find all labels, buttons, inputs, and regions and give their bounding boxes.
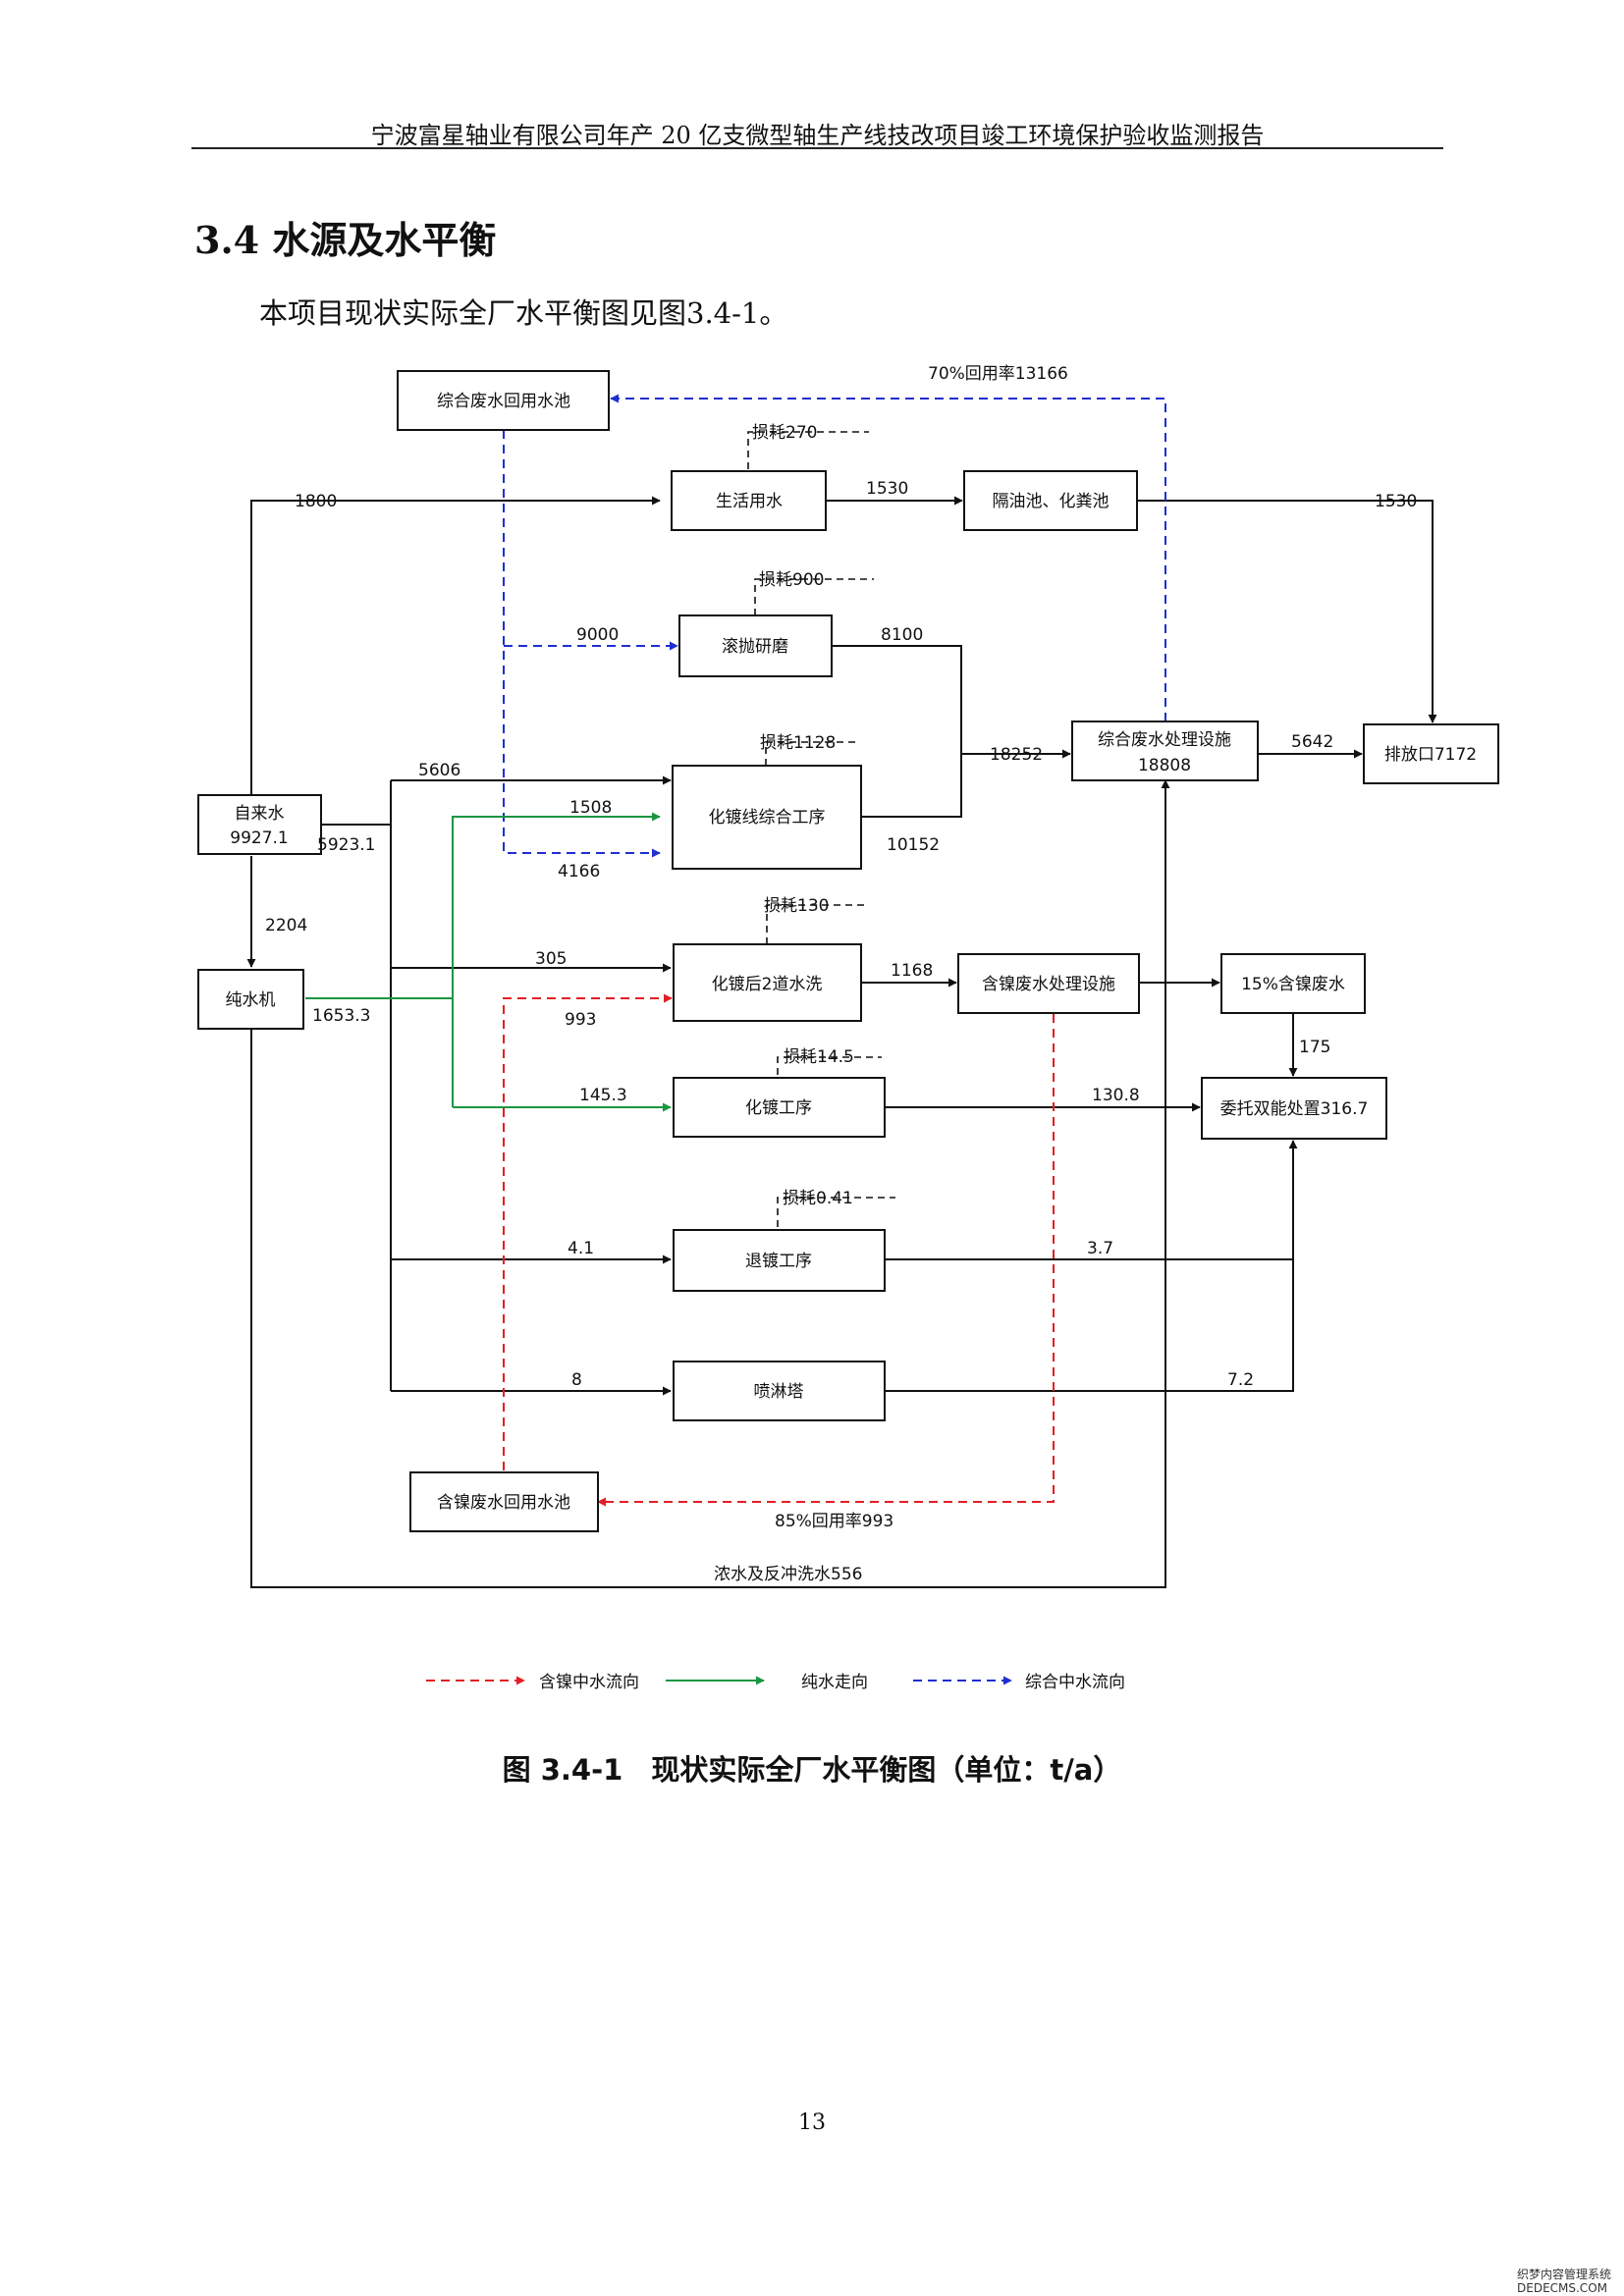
box-tap-water: 自来水 9927.1 <box>197 794 322 855</box>
box-polish: 滚抛研磨 <box>678 614 833 677</box>
label-18252: 18252 <box>990 745 1043 765</box>
flow-labels: 70%回用率13166 损耗270 1800 1530 1530 损耗900 9… <box>265 364 1417 1584</box>
label-5642: 5642 <box>1291 732 1333 752</box>
label-1653: 1653.3 <box>312 1006 370 1026</box>
legend-ni-label: 含镍中水流向 <box>539 1673 639 1692</box>
label-993: 993 <box>565 1010 596 1030</box>
label-4166: 4166 <box>558 862 600 881</box>
label-10152: 10152 <box>887 835 940 855</box>
svg-text:9927.1: 9927.1 <box>230 828 288 848</box>
svg-text:退镀工序: 退镀工序 <box>745 1252 812 1271</box>
box-rinse: 化镀后2道水洗 <box>673 943 862 1022</box>
page-number: 13 <box>798 2110 826 2135</box>
label-72: 7.2 <box>1227 1370 1254 1390</box>
box-ni-treat: 含镍废水处理设施 <box>957 953 1140 1014</box>
watermark: 织梦内容管理系统 DEDECMS.COM <box>1517 2268 1612 2295</box>
label-305: 305 <box>535 949 567 969</box>
label-loss-130: 损耗130 <box>764 896 829 916</box>
svg-text:化镀后2道水洗: 化镀后2道水洗 <box>712 975 823 994</box>
label-9000: 9000 <box>576 625 619 645</box>
label-145: 145.3 <box>579 1086 627 1105</box>
svg-text:含镍废水回用水池: 含镍废水回用水池 <box>437 1493 570 1513</box>
black-flow-lines <box>246 496 1437 1588</box>
svg-text:化镀线综合工序: 化镀线综合工序 <box>709 808 826 828</box>
figure-caption: 图 3.4-1 现状实际全厂水平衡图（单位：t/a） <box>502 1753 1122 1787</box>
section-intro: 本项目现状实际全厂水平衡图见图3.4-1。 <box>259 296 788 330</box>
loss-stubs <box>747 431 895 1227</box>
blue-flow-lines <box>503 394 1166 858</box>
box-ro: 纯水机 <box>197 969 304 1030</box>
label-175: 175 <box>1299 1038 1330 1057</box>
svg-text:委托双能处置316.7: 委托双能处置316.7 <box>1220 1099 1369 1119</box>
legend: 含镍中水流向 纯水走向 综合中水流向 <box>426 1673 1125 1692</box>
svg-text:自来水: 自来水 <box>235 804 285 824</box>
svg-text:综合废水回用水池: 综合废水回用水池 <box>437 392 570 411</box>
label-recycle-70: 70%回用率13166 <box>928 364 1068 384</box>
label-loss-14: 损耗14.5 <box>784 1047 854 1067</box>
label-8: 8 <box>571 1370 582 1390</box>
label-5923: 5923.1 <box>317 835 375 855</box>
label-41: 4.1 <box>568 1239 594 1258</box>
page-header: 宁波富星轴业有限公司年产 20 亿支微型轴生产线技改项目竣工环境保护验收监测报告 <box>370 122 1265 149</box>
label-1530a: 1530 <box>866 479 908 499</box>
svg-text:生活用水: 生活用水 <box>716 492 783 511</box>
box-septic: 隔油池、化粪池 <box>963 470 1138 531</box>
svg-text:纯水机: 纯水机 <box>226 990 276 1010</box>
label-loss-900: 损耗900 <box>759 570 824 590</box>
box-wwtp: 综合废水处理设施 18808 <box>1071 721 1259 781</box>
label-1800: 1800 <box>295 492 337 511</box>
box-ni-pool: 含镍废水回用水池 <box>409 1471 599 1532</box>
label-brine: 浓水及反冲洗水556 <box>714 1565 862 1584</box>
box-domestic: 生活用水 <box>671 470 827 531</box>
svg-text:18808: 18808 <box>1138 756 1191 775</box>
svg-text:喷淋塔: 喷淋塔 <box>754 1382 804 1402</box>
label-2204: 2204 <box>265 916 307 935</box>
label-130: 130.8 <box>1092 1086 1140 1105</box>
section-heading: 3.4 水源及水平衡 <box>194 218 497 262</box>
header-rule <box>191 147 1443 149</box>
red-flow-lines <box>503 993 1055 1507</box>
green-flow-lines <box>305 812 672 1112</box>
label-8100: 8100 <box>881 625 923 645</box>
legend-mixed-label: 综合中水流向 <box>1025 1673 1125 1692</box>
svg-text:15%含镍废水: 15%含镍废水 <box>1241 975 1345 994</box>
legend-pure-label: 纯水走向 <box>801 1673 868 1692</box>
label-loss-041: 损耗0.41 <box>783 1189 853 1208</box>
label-1168: 1168 <box>891 961 933 981</box>
svg-text:化镀工序: 化镀工序 <box>745 1098 812 1118</box>
svg-text:排放口7172: 排放口7172 <box>1384 745 1477 765</box>
label-5606: 5606 <box>418 761 460 780</box>
box-recycle-pool: 综合废水回用水池 <box>397 370 610 431</box>
label-1508: 1508 <box>569 798 612 818</box>
box-hazard: 委托双能处置316.7 <box>1201 1077 1387 1140</box>
label-1530b: 1530 <box>1375 492 1417 511</box>
svg-text:隔油池、化粪池: 隔油池、化粪池 <box>993 492 1110 511</box>
label-loss-270: 损耗270 <box>752 423 817 443</box>
svg-text:综合废水处理设施: 综合废水处理设施 <box>1098 730 1231 750</box>
box-spray: 喷淋塔 <box>673 1361 886 1421</box>
box-outlet: 排放口7172 <box>1363 723 1499 784</box>
label-loss-1128: 损耗1128 <box>760 733 836 753</box>
label-recycle-85: 85%回用率993 <box>775 1512 893 1531</box>
box-strip: 退镀工序 <box>673 1229 886 1292</box>
box-ni-15: 15%含镍废水 <box>1220 953 1366 1014</box>
box-plating: 化镀工序 <box>673 1077 886 1138</box>
box-plating-line: 化镀线综合工序 <box>672 765 862 870</box>
label-37: 3.7 <box>1087 1239 1113 1258</box>
svg-text:滚抛研磨: 滚抛研磨 <box>722 637 788 657</box>
svg-text:含镍废水处理设施: 含镍废水处理设施 <box>982 975 1115 994</box>
